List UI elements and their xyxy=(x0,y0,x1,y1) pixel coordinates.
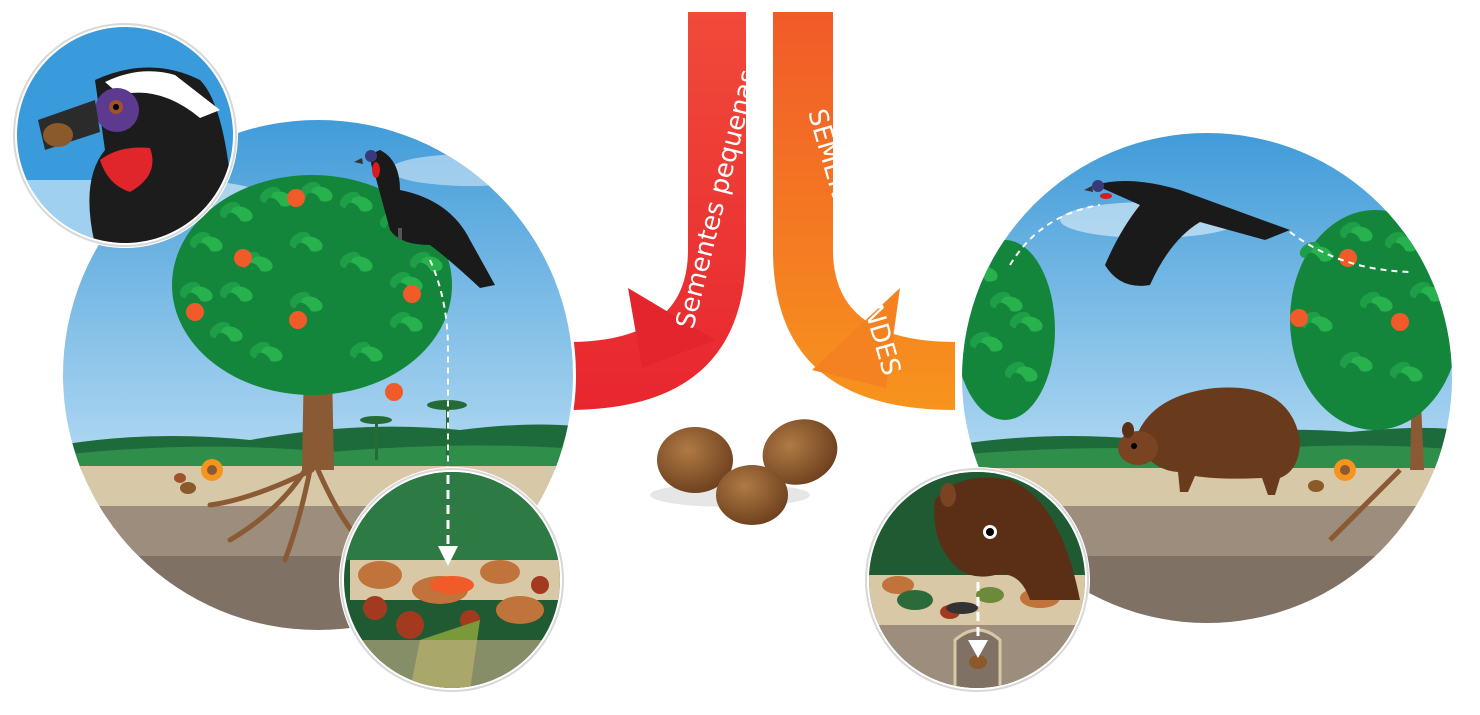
large-seeds-arrow xyxy=(773,12,955,410)
agouti-icon xyxy=(934,477,1080,600)
seed-icon xyxy=(657,427,733,493)
seed-icon xyxy=(762,419,838,485)
small-seeds-arrow xyxy=(568,12,746,410)
seed-pile xyxy=(650,419,838,525)
fruit-tree-icon xyxy=(1290,210,1452,542)
guan-bird-icon xyxy=(1084,180,1290,286)
guan-bird-icon xyxy=(38,67,233,243)
guan-bird-icon xyxy=(354,150,495,288)
seed-icon xyxy=(716,465,788,525)
fruit-tree-icon xyxy=(962,240,1055,420)
fruit-icon xyxy=(186,189,421,401)
fruit-tree-icon xyxy=(172,175,452,470)
palm-tree-icon xyxy=(360,400,467,460)
agouti-icon xyxy=(1118,387,1300,495)
